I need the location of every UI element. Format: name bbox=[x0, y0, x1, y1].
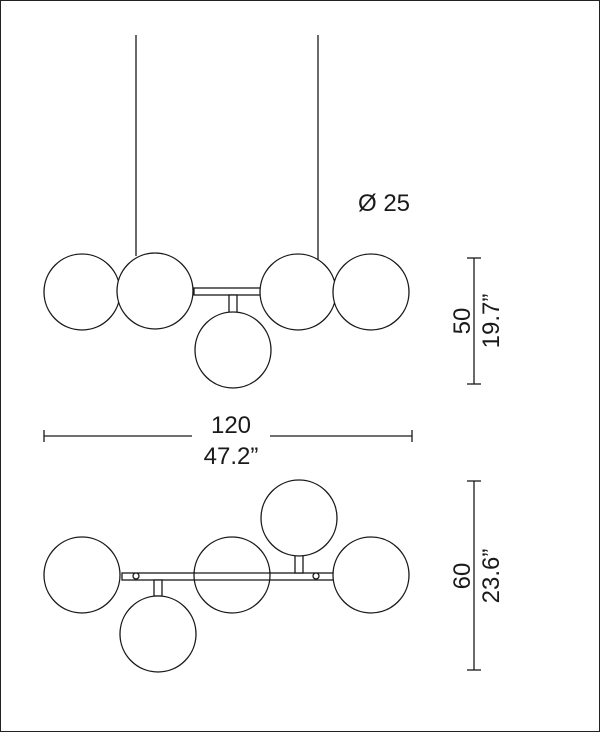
side-height-label-cm: 50 bbox=[449, 308, 476, 335]
globe-side-5 bbox=[194, 311, 272, 389]
globe-top-1 bbox=[43, 536, 121, 614]
side-height-label-in: 19.7” bbox=[478, 294, 505, 349]
top-joint-left bbox=[132, 572, 140, 580]
top-joint-right bbox=[312, 572, 320, 580]
globe-side-1 bbox=[43, 253, 121, 331]
height-dimension-top bbox=[467, 480, 481, 671]
top-view bbox=[43, 479, 410, 673]
top-stem-up bbox=[294, 554, 304, 574]
globe-side-3 bbox=[259, 253, 337, 331]
diameter-label: Ø 25 bbox=[358, 190, 410, 217]
top-stem-down bbox=[153, 579, 163, 597]
top-depth-label-in: 23.6” bbox=[478, 549, 505, 604]
height-dimension-side bbox=[467, 257, 481, 385]
width-label-in: 47.2” bbox=[204, 443, 259, 470]
side-stem bbox=[228, 294, 238, 314]
globe-side-4 bbox=[332, 253, 410, 331]
width-dimension bbox=[43, 430, 413, 442]
globe-top-3 bbox=[193, 536, 271, 614]
width-label-cm: 120 bbox=[211, 412, 251, 439]
globe-top-2 bbox=[119, 595, 197, 673]
side-view bbox=[43, 35, 410, 389]
top-depth-label-cm: 60 bbox=[449, 563, 476, 590]
globe-side-2 bbox=[116, 252, 194, 330]
globe-top-5 bbox=[332, 536, 410, 614]
globe-top-4 bbox=[260, 479, 338, 557]
